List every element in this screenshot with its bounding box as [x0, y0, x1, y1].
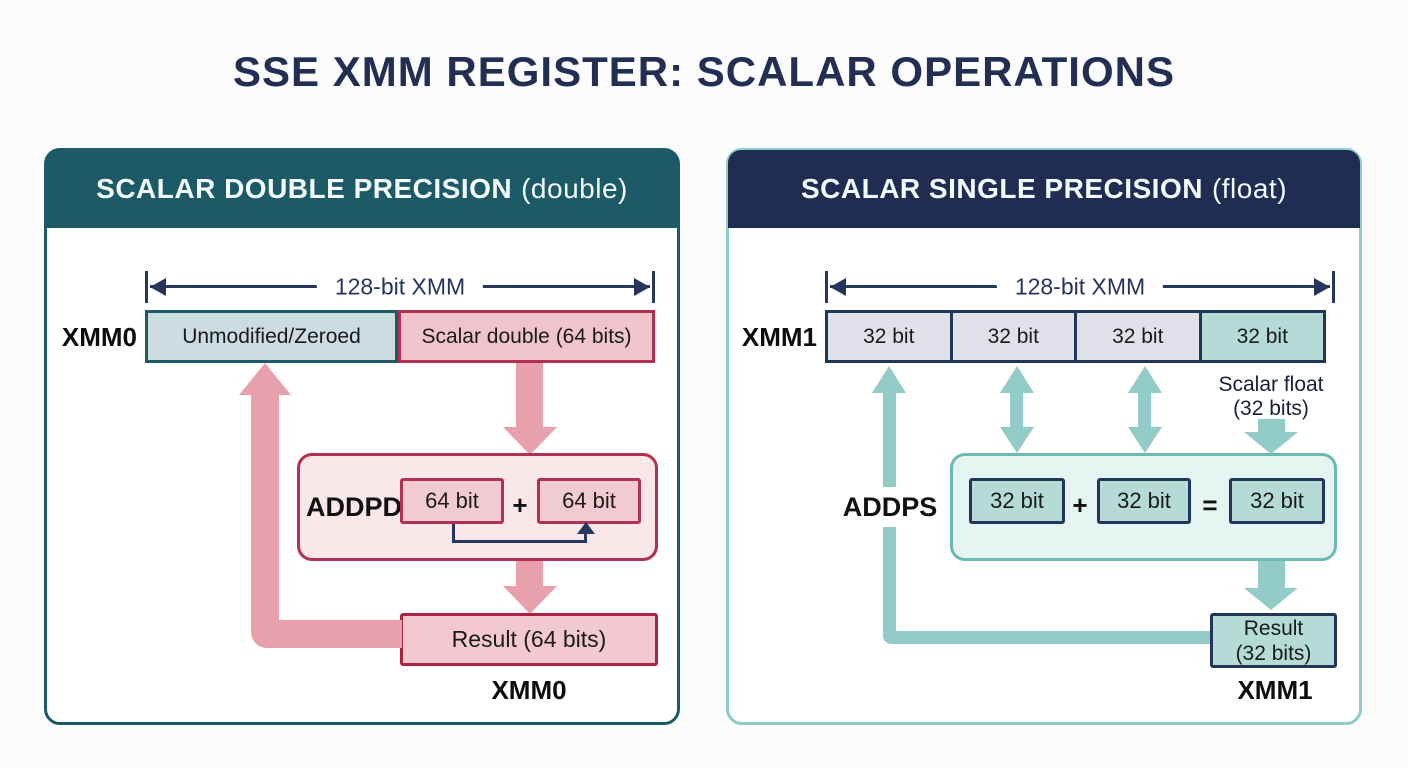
- scalar-float-note: Scalar float (32 bits): [1181, 373, 1361, 421]
- down-arrow-stem: [516, 363, 543, 428]
- addps-label: ADDPS: [840, 492, 940, 523]
- register-cell-32bit-3: 32 bit: [1074, 310, 1202, 363]
- measure-tick-left: [145, 271, 148, 303]
- double-arrow3-up-icon: [1128, 366, 1162, 393]
- double-arrow2-down-icon: [1000, 427, 1034, 453]
- result-box-64: Result (64 bits): [400, 613, 658, 666]
- register-bar-xmm1: 32 bit 32 bit 32 bit 32 bit: [825, 310, 1335, 363]
- page-title: SSE XMM REGISTER: SCALAR OPERATIONS: [233, 48, 1175, 95]
- connector-line-across: [452, 540, 587, 543]
- register-cell-32bit-1: 32 bit: [825, 310, 953, 363]
- register-cell-32bit-2: 32 bit: [949, 310, 1077, 363]
- scalar-float-note-line2: (32 bits): [1233, 397, 1309, 420]
- measure-label: 128-bit XMM: [996, 273, 1164, 301]
- register-bar-xmm0: Unmodified/Zeroed Scalar double (64 bits…: [145, 310, 655, 363]
- panel-scalar-single-header-title: SCALAR SINGLE PRECISION: [800, 173, 1203, 204]
- down-arrow-head-icon: [503, 427, 557, 455]
- result-box-32: Result (32 bits): [1210, 613, 1337, 668]
- feedback-arrowhead-up-icon: [239, 363, 291, 395]
- result-register-label-xmm1: XMM1: [1237, 675, 1313, 705]
- result-register-label-xmm0: XMM0: [491, 675, 567, 705]
- panel-scalar-single-header: SCALAR SINGLE PRECISION (float): [728, 150, 1360, 228]
- register-label-xmm0: XMM0: [61, 322, 137, 352]
- measure-arrowhead-right-icon: [634, 278, 650, 296]
- double-arrow3-stem: [1138, 391, 1151, 428]
- measure-arrowhead-left-icon: [830, 278, 846, 296]
- result-box-32-line2: (32 bits): [1235, 641, 1312, 665]
- plus-sign: +: [1072, 490, 1088, 520]
- scalar-float-arrow-head-icon: [1244, 432, 1298, 454]
- result-arrow-stem: [1258, 561, 1285, 589]
- feedback-arrowhead-up-icon: [872, 366, 906, 393]
- measure-arrowhead-right-icon: [1314, 278, 1330, 296]
- feedback-vertical-lower: [883, 527, 896, 637]
- measure-tick-right: [1332, 271, 1335, 303]
- measure-tick-left: [825, 271, 828, 303]
- feedback-vertical-upper: [883, 392, 896, 487]
- down-arrow2-stem: [516, 561, 543, 587]
- feedback-horizontal: [883, 631, 1210, 644]
- addps-result-operand: 32 bit: [1229, 478, 1325, 524]
- panel-scalar-double-header: SCALAR DOUBLE PRECISION (double): [46, 150, 678, 228]
- measure-label: 128-bit XMM: [316, 273, 484, 301]
- result-box-32-line1: Result: [1243, 616, 1304, 640]
- register-label-xmm1: XMM1: [741, 322, 817, 352]
- addpd-operand-1: 64 bit: [400, 478, 504, 524]
- addps-operand-1: 32 bit: [969, 478, 1065, 524]
- measure-arrow-right: 128-bit XMM: [825, 269, 1335, 305]
- measure-tick-right: [652, 271, 655, 303]
- panel-scalar-single: SCALAR SINGLE PRECISION (float) 128-bit …: [726, 148, 1362, 725]
- panel-scalar-double: SCALAR DOUBLE PRECISION (double) 128-bit…: [44, 148, 680, 725]
- double-arrow2-up-icon: [1000, 366, 1034, 393]
- register-cell-32bit-scalar: 32 bit: [1198, 310, 1326, 363]
- addps-operand-2: 32 bit: [1097, 478, 1191, 524]
- feedback-arrow-vertical: [251, 394, 279, 634]
- connector-line-down: [452, 524, 455, 542]
- connector-arrowhead-icon: [577, 522, 595, 534]
- measure-arrowhead-left-icon: [150, 278, 166, 296]
- addpd-operand-2: 64 bit: [537, 478, 641, 524]
- result-arrow-head-icon: [1244, 588, 1298, 610]
- plus-sign: +: [512, 490, 528, 520]
- down-arrow2-head-icon: [503, 586, 557, 614]
- scalar-float-arrow-stem: [1258, 419, 1285, 433]
- register-cell-scalar-double: Scalar double (64 bits): [398, 310, 655, 363]
- register-cell-unmodified: Unmodified/Zeroed: [145, 310, 398, 363]
- double-arrow3-down-icon: [1128, 427, 1162, 453]
- measure-arrow-left: 128-bit XMM: [145, 269, 655, 305]
- addpd-label: ADDPD: [305, 492, 402, 522]
- scalar-float-note-line1: Scalar float: [1218, 373, 1324, 396]
- connector-line-up: [584, 532, 587, 542]
- double-arrow2-stem: [1010, 391, 1023, 428]
- panel-scalar-double-header-subtitle: (double): [521, 173, 628, 204]
- panel-scalar-single-header-subtitle: (float): [1211, 173, 1288, 204]
- equals-sign: =: [1202, 490, 1218, 520]
- panel-scalar-double-header-title: SCALAR DOUBLE PRECISION: [96, 173, 513, 204]
